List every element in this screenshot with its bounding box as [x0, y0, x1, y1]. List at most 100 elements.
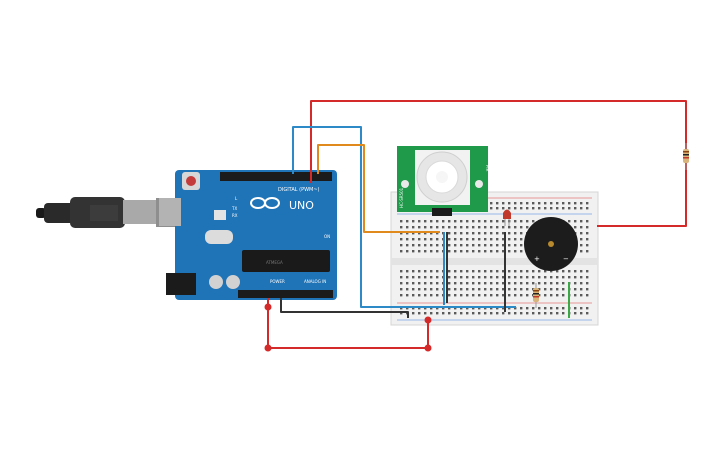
breadboard-hole [574, 220, 577, 223]
breadboard-hole [520, 270, 523, 273]
breadboard-hole [412, 294, 415, 297]
breadboard-hole [400, 238, 403, 241]
breadboard-hole [544, 312, 547, 315]
breadboard-hole [406, 232, 409, 235]
breadboard-hole [562, 202, 565, 205]
breadboard-hole [502, 294, 505, 297]
breadboard-hole [478, 220, 481, 223]
breadboard-hole [490, 312, 493, 315]
breadboard-hole [424, 226, 427, 229]
arduino-uno-board[interactable]: UNO DIGITAL (PWM~) POWER ANALOG IN TX RX… [159, 170, 337, 300]
breadboard-hole [496, 312, 499, 315]
breadboard-hole [418, 270, 421, 273]
breadboard[interactable] [390, 191, 599, 326]
breadboard-hole [580, 250, 583, 253]
breadboard-hole [526, 202, 529, 205]
breadboard-hole [460, 312, 463, 315]
wire-black-gnd [280, 298, 409, 318]
breadboard-hole [514, 250, 517, 253]
breadboard-hole [490, 232, 493, 235]
breadboard-hole [472, 232, 475, 235]
breadboard-hole [478, 238, 481, 241]
breadboard-hole [562, 312, 565, 315]
breadboard-hole [478, 232, 481, 235]
breadboard-hole [478, 226, 481, 229]
chip-label: ATMEGA [266, 260, 283, 265]
pir-sensor[interactable]: HC-SR501 PIR [397, 146, 490, 216]
breadboard-hole [568, 276, 571, 279]
breadboard-hole [424, 282, 427, 285]
breadboard-hole [436, 238, 439, 241]
breadboard-hole [514, 226, 517, 229]
breadboard-hole [550, 307, 553, 310]
breadboard-hole [538, 307, 541, 310]
usb-cable-icon[interactable] [36, 197, 180, 228]
breadboard-hole [412, 226, 415, 229]
breadboard-hole [586, 282, 589, 285]
breadboard-hole [472, 294, 475, 297]
breadboard-hole [412, 312, 415, 315]
wires [264, 100, 687, 352]
breadboard-hole [490, 202, 493, 205]
tx-label: TX [231, 206, 237, 211]
breadboard-hole [448, 294, 451, 297]
breadboard-hole [586, 226, 589, 229]
breadboard-hole [460, 288, 463, 291]
breadboard-hole [448, 232, 451, 235]
breadboard-hole [502, 270, 505, 273]
resistor-top-right[interactable] [683, 143, 689, 170]
breadboard-hole [580, 312, 583, 315]
breadboard-hole [502, 220, 505, 223]
breadboard-hole [400, 226, 403, 229]
breadboard-hole [526, 207, 529, 210]
breadboard-hole [514, 244, 517, 247]
wire-node [264, 303, 272, 311]
breadboard-hole [538, 282, 541, 285]
breadboard-hole [574, 226, 577, 229]
breadboard-hole [538, 288, 541, 291]
breadboard-hole [544, 207, 547, 210]
breadboard-hole [562, 288, 565, 291]
breadboard-hole [550, 202, 553, 205]
breadboard-hole [412, 250, 415, 253]
breadboard-hole [466, 232, 469, 235]
breadboard-hole [406, 270, 409, 273]
resistor-breadboard[interactable] [533, 283, 539, 308]
breadboard-hole [562, 282, 565, 285]
breadboard-hole [544, 294, 547, 297]
breadboard-hole [484, 250, 487, 253]
breadboard-hole [400, 312, 403, 315]
breadboard-hole [490, 288, 493, 291]
piezo-buzzer[interactable]: + − [524, 217, 578, 271]
breadboard-hole [586, 250, 589, 253]
breadboard-hole [496, 307, 499, 310]
breadboard-hole [454, 270, 457, 273]
breadboard-hole [532, 202, 535, 205]
breadboard-hole [466, 288, 469, 291]
breadboard-hole [412, 288, 415, 291]
breadboard-hole [532, 312, 535, 315]
breadboard-hole [418, 238, 421, 241]
breadboard-hole [502, 232, 505, 235]
breadboard-hole [556, 270, 559, 273]
breadboard-hole [544, 307, 547, 310]
breadboard-hole [526, 276, 529, 279]
breadboard-hole [496, 294, 499, 297]
breadboard-hole [430, 294, 433, 297]
breadboard-hole [520, 220, 523, 223]
breadboard-hole [544, 288, 547, 291]
breadboard-hole [544, 202, 547, 205]
led[interactable] [503, 209, 511, 227]
breadboard-hole [472, 250, 475, 253]
breadboard-hole [550, 282, 553, 285]
breadboard-hole [406, 220, 409, 223]
breadboard-hole [436, 312, 439, 315]
breadboard-hole [508, 307, 511, 310]
breadboard-hole [406, 294, 409, 297]
breadboard-hole [448, 220, 451, 223]
breadboard-hole [496, 226, 499, 229]
breadboard-hole [430, 276, 433, 279]
breadboard-hole [424, 270, 427, 273]
breadboard-hole [580, 282, 583, 285]
